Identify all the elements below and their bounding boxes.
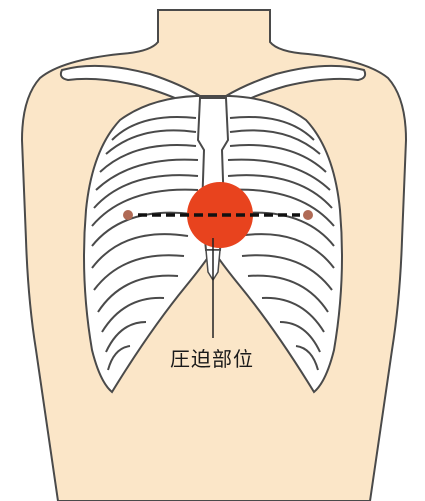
nipple-right-marker: [303, 210, 313, 220]
compression-site-label: 圧迫部位: [170, 343, 254, 372]
nipple-left-marker: [123, 210, 133, 220]
